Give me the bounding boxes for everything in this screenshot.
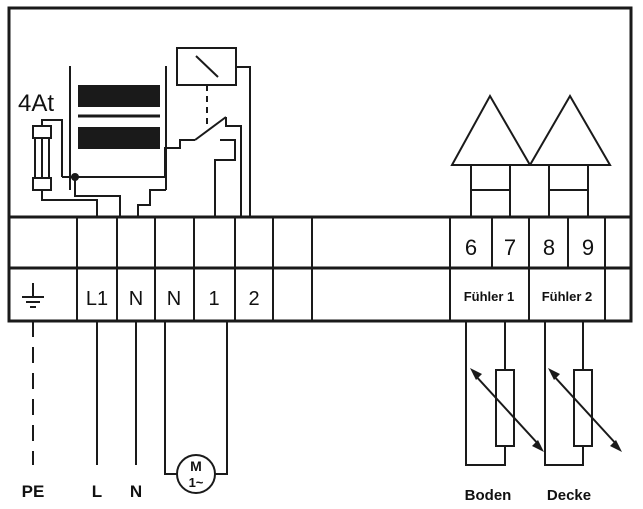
housing-outline: [7, 6, 633, 323]
sensor-2-wire-left: [544, 321, 570, 466]
l-label: L: [92, 482, 102, 501]
transformer-icon: [69, 66, 167, 190]
fuse-label: 4At: [18, 90, 54, 117]
relay-no-wire: [225, 117, 242, 217]
relay-coil-wire: [236, 66, 251, 217]
n-label: N: [130, 482, 142, 501]
sensor-2-name: Decke: [547, 487, 591, 504]
transformer-wire-left: [74, 177, 121, 217]
sensor-1-label: Fühler 1: [464, 289, 515, 304]
fuse-icon: [32, 125, 52, 191]
motor-wire-1: [214, 321, 228, 475]
terminal-7-label: 7: [504, 235, 516, 260]
relay-contact-icon: [194, 116, 227, 141]
relay-nc-wire: [214, 139, 236, 217]
terminal-dividers: [76, 217, 606, 321]
terminal-n2-label: N: [167, 288, 181, 310]
sensor-1-wire-bottom: [492, 446, 506, 466]
terminal-n-label: N: [129, 288, 143, 310]
motor-wire-n: [164, 321, 178, 475]
motor-symbol: M: [190, 458, 202, 474]
sensor-2-label: Fühler 2: [542, 289, 593, 304]
sensor-2-wire-bottom: [570, 446, 584, 466]
sensor-2-plug-icon: [528, 94, 612, 217]
motor-icon: M 1~: [176, 454, 216, 494]
ground-symbol-icon: [22, 283, 44, 308]
fuse-wire-top: [41, 119, 63, 177]
sensor-1-name: Boden: [465, 487, 512, 504]
terminal-6-label: 6: [465, 235, 477, 260]
terminal-l1-label: L1: [86, 288, 108, 310]
fuse-wire-bottom: [41, 190, 98, 217]
terminal-9-label: 9: [582, 235, 594, 260]
terminal-8-label: 8: [543, 235, 555, 260]
terminal-1-label: 1: [208, 288, 219, 310]
transformer-wire-right: [137, 189, 166, 217]
terminal-2-label: 2: [248, 288, 259, 310]
relay-coil-icon: [176, 47, 237, 86]
motor-phase: 1~: [189, 475, 204, 490]
pe-label: PE: [22, 482, 45, 501]
sensor-1-thermistor-icon: [470, 368, 544, 452]
relay-common-wire: [164, 139, 195, 177]
sensor-1-wire-left: [465, 321, 492, 466]
sensor-2-thermistor-icon: [548, 368, 622, 452]
sensor-1-plug-icon: [450, 93, 532, 217]
